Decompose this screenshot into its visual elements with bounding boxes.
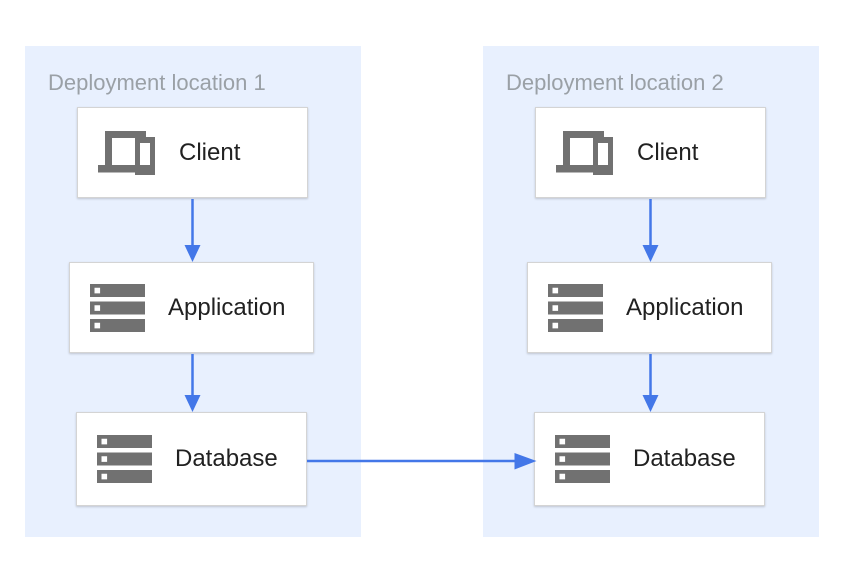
server-stack-icon xyxy=(548,283,603,332)
node-label: Client xyxy=(637,138,699,166)
client-node: Client xyxy=(535,107,766,198)
application-node: Application xyxy=(527,262,772,353)
deployment-location-title: Deployment location 1 xyxy=(48,70,266,95)
application-node: Application xyxy=(69,262,314,353)
database-node: Database xyxy=(534,412,765,506)
deployment-location-2-group: Deployment location 2 Client xyxy=(483,46,819,537)
database-node: Database xyxy=(76,412,307,506)
server-stack-icon xyxy=(90,283,145,332)
server-stack-icon xyxy=(555,435,610,483)
deployment-location-1-group: Deployment location 1 Client xyxy=(25,46,361,537)
node-label: Database xyxy=(175,445,278,472)
deployment-location-title: Deployment location 2 xyxy=(506,70,724,95)
node-label: Application xyxy=(626,293,744,321)
server-stack-icon xyxy=(97,435,152,483)
devices-icon xyxy=(556,130,614,175)
node-label: Client xyxy=(179,138,241,166)
client-node: Client xyxy=(77,107,308,198)
node-label: Application xyxy=(168,293,286,321)
node-label: Database xyxy=(633,445,736,472)
devices-icon xyxy=(98,130,156,175)
